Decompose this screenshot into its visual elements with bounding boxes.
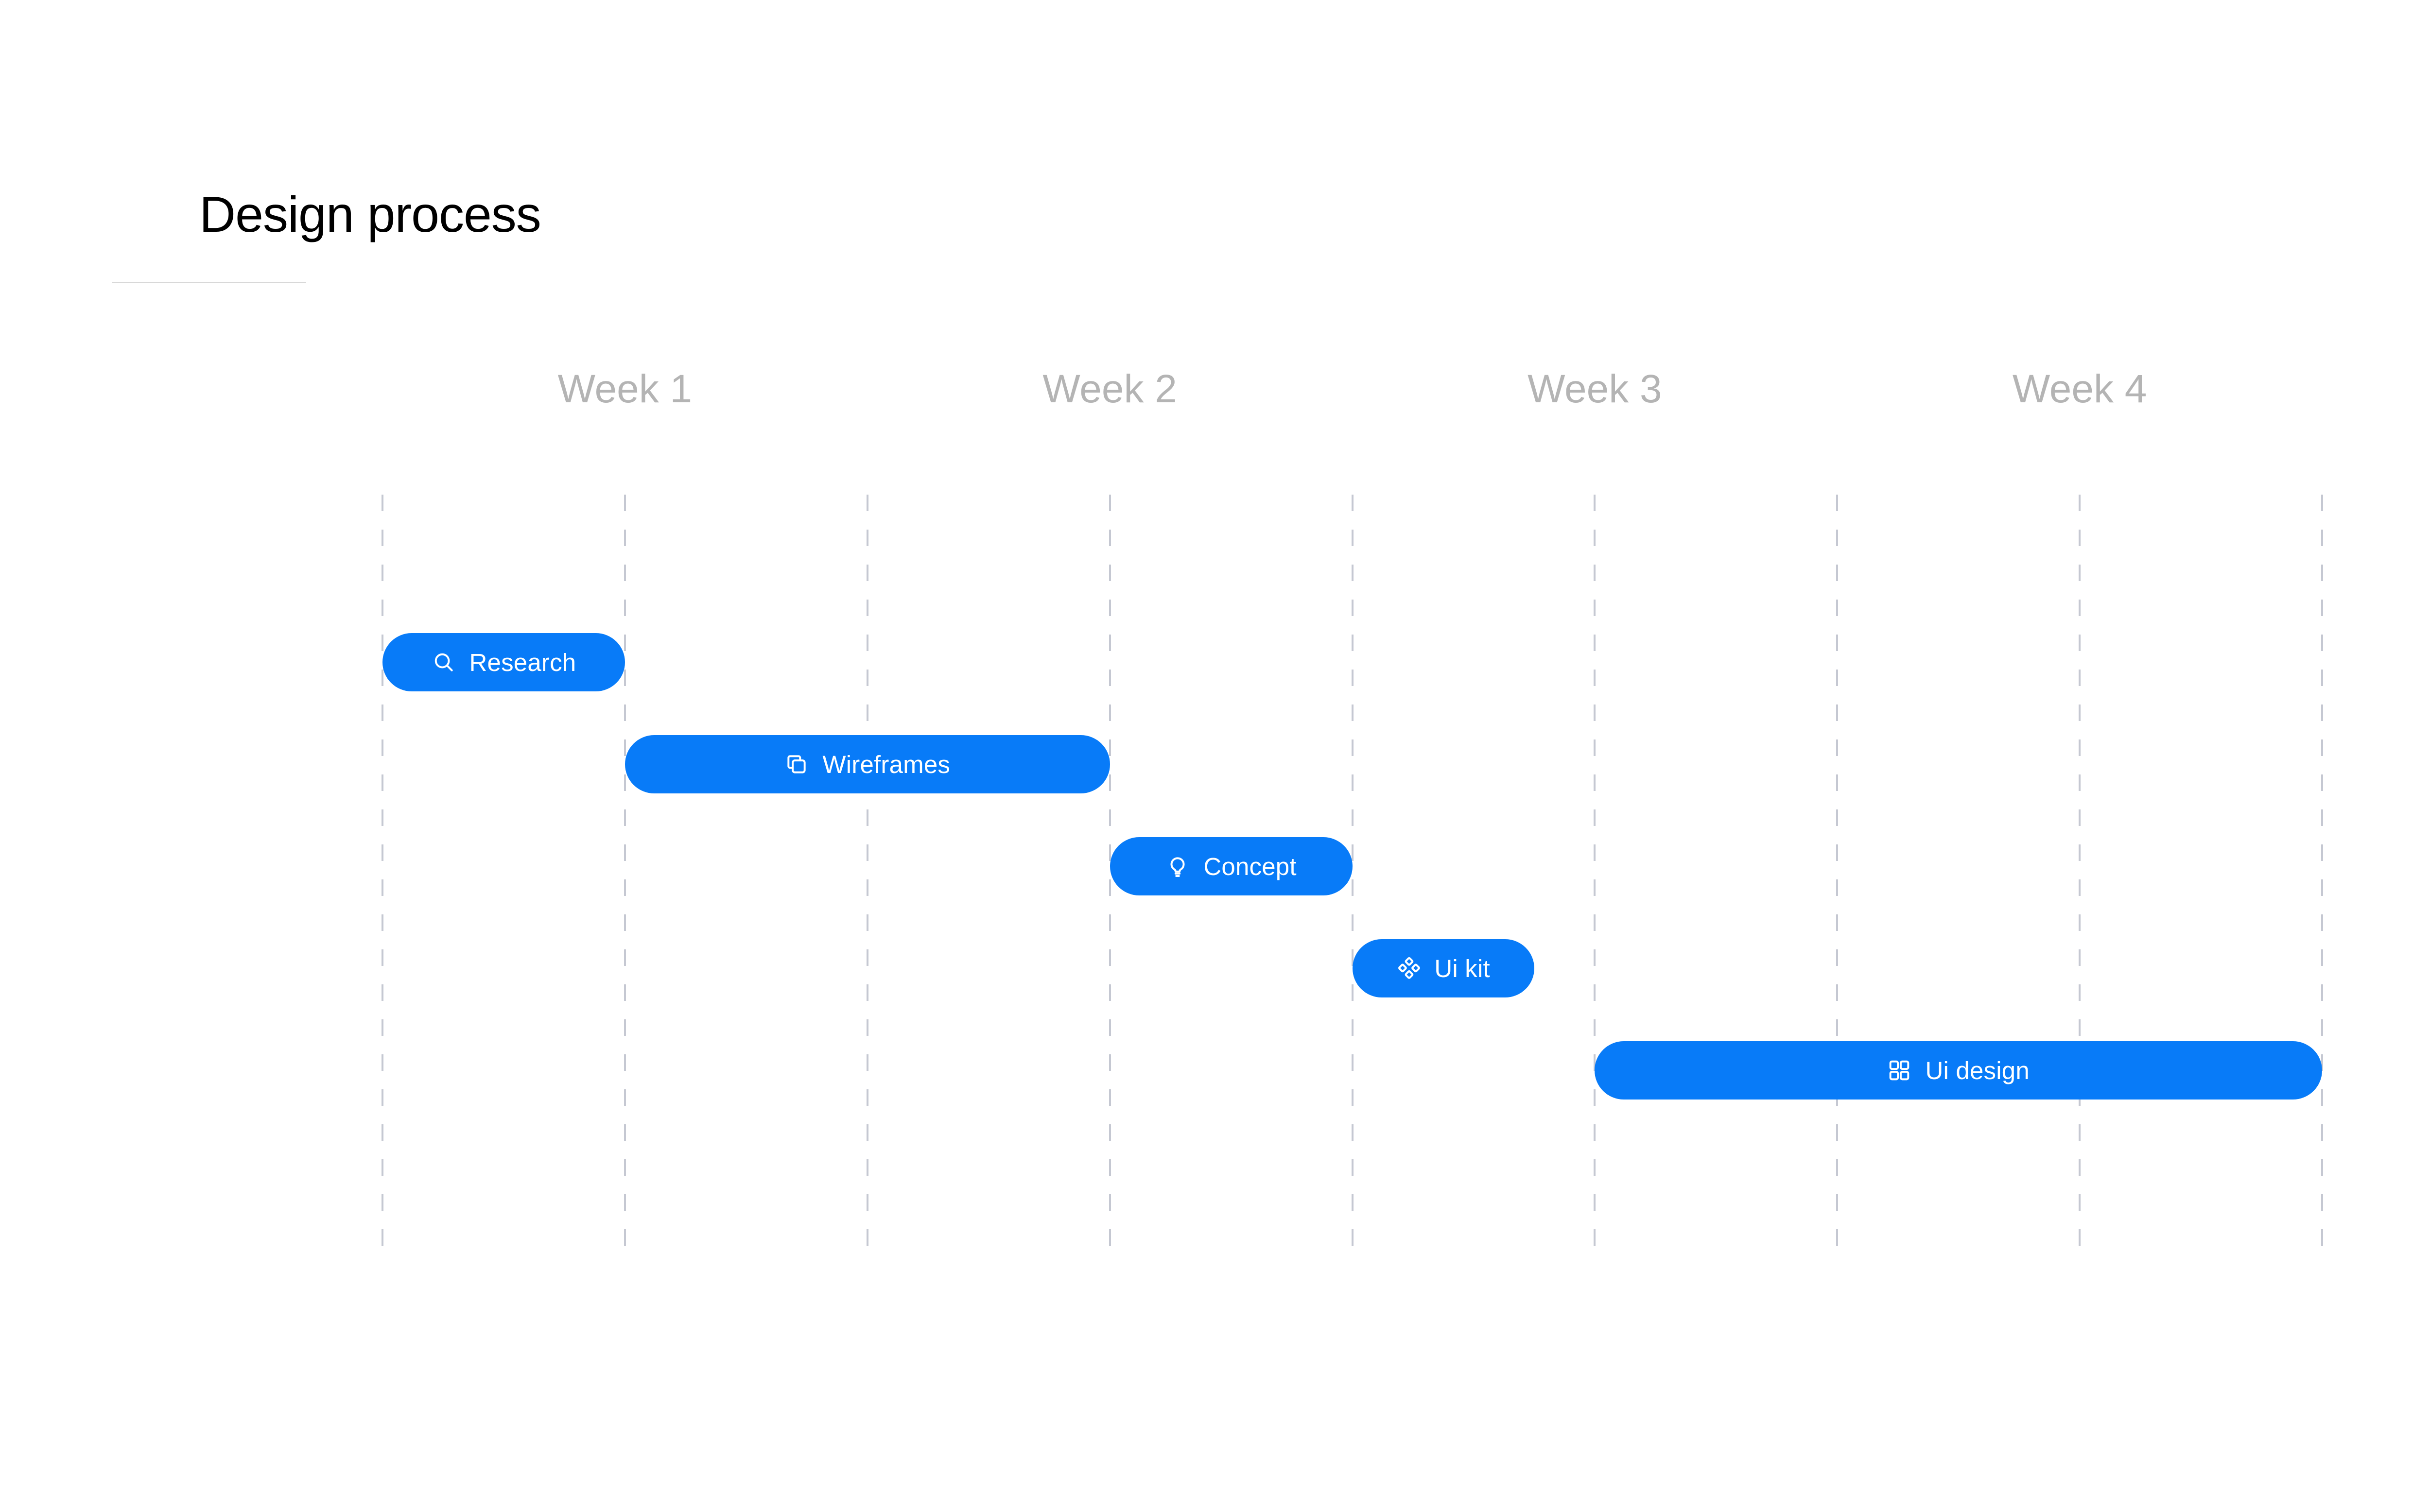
title-underline-rule (112, 282, 306, 283)
task-bar-label: Wireframes (822, 750, 951, 778)
timeline-gridline (866, 495, 868, 1254)
task-bar-concept[interactable]: Concept (1110, 837, 1353, 895)
lightbulb-icon (1165, 854, 1190, 878)
task-bar-label: Concept (1203, 852, 1297, 880)
week-label-4: Week 4 (2012, 367, 2147, 411)
task-bar-ui-design[interactable]: Ui design (1595, 1041, 2322, 1100)
timeline-gridline (624, 495, 626, 1254)
week-label-1: Week 1 (557, 367, 693, 411)
timeline-gridline (1594, 495, 1596, 1254)
grid-2x2-icon (1887, 1058, 1911, 1082)
week-label-2: Week 2 (1042, 367, 1177, 411)
week-label-3: Week 3 (1527, 367, 1662, 411)
task-bar-ui-kit[interactable]: Ui kit (1352, 939, 1534, 997)
title-block: Design process (112, 187, 541, 283)
timeline-gridline (2321, 495, 2323, 1254)
timeline-gridline (1109, 495, 1111, 1254)
task-bar-label: Ui design (1925, 1056, 2030, 1084)
task-bar-label: Research (469, 648, 576, 676)
page-title: Design process (199, 187, 541, 243)
task-bar-label: Ui kit (1434, 954, 1490, 982)
timeline-gridline (1351, 495, 1354, 1254)
timeline-gridline (382, 495, 383, 1254)
timeline-gridline (2079, 495, 2081, 1254)
search-icon (432, 650, 456, 674)
timeline-gridline (1836, 495, 1839, 1254)
diamond-cluster-icon (1396, 956, 1421, 980)
task-bar-research[interactable]: Research (382, 633, 625, 691)
task-bar-wireframes[interactable]: Wireframes (625, 735, 1110, 793)
copy-icon (784, 752, 809, 776)
